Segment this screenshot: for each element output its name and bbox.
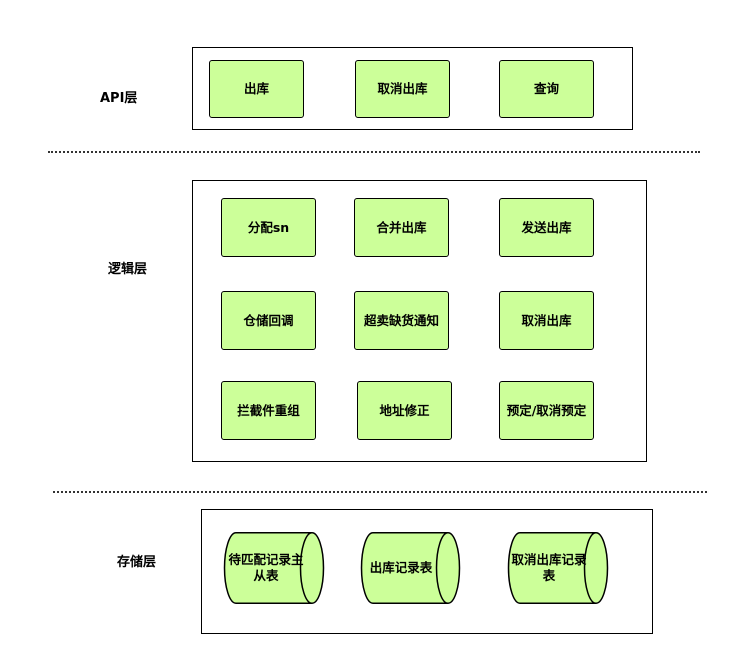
- api-node-outbound[interactable]: 出库: [209, 60, 304, 118]
- storage-table-label: 出库记录表: [369, 560, 433, 576]
- storage-table-label: 待匹配记录主从表: [228, 552, 304, 583]
- logic-node-cancel-outbound[interactable]: 取消出库: [499, 291, 594, 350]
- storage-layer-label: 存储层: [117, 555, 157, 570]
- logic-node-reserve-cancel[interactable]: 预定/取消预定: [499, 381, 594, 440]
- api-node-query[interactable]: 查询: [499, 60, 594, 118]
- api-node-cancel-outbound[interactable]: 取消出库: [355, 60, 450, 118]
- logic-layer-label: 逻辑层: [108, 262, 148, 277]
- logic-node-address-fix[interactable]: 地址修正: [357, 381, 452, 440]
- logic-node-intercept-regroup[interactable]: 拦截件重组: [221, 381, 316, 440]
- cylinder-shape: [360, 532, 461, 604]
- cylinder-shape: [223, 532, 325, 604]
- storage-table-outbound-record[interactable]: 出库记录表: [360, 532, 461, 604]
- logic-node-warehouse-callback[interactable]: 仓储回调: [221, 291, 316, 350]
- storage-table-pending-match[interactable]: 待匹配记录主从表: [223, 532, 325, 604]
- cylinder-shape: [507, 532, 609, 604]
- logic-node-allocate-sn[interactable]: 分配sn: [221, 198, 316, 257]
- logic-node-send-outbound[interactable]: 发送出库: [499, 198, 594, 257]
- storage-table-label: 取消出库记录表: [511, 552, 587, 583]
- storage-table-cancel-record[interactable]: 取消出库记录表: [507, 532, 609, 604]
- logic-node-merge-outbound[interactable]: 合并出库: [354, 198, 449, 257]
- api-layer-label: API层: [100, 91, 138, 106]
- layer-separator-bottom: [53, 491, 707, 493]
- layer-separator-top: [48, 151, 700, 153]
- logic-node-oversell-notice[interactable]: 超卖缺货通知: [354, 291, 449, 350]
